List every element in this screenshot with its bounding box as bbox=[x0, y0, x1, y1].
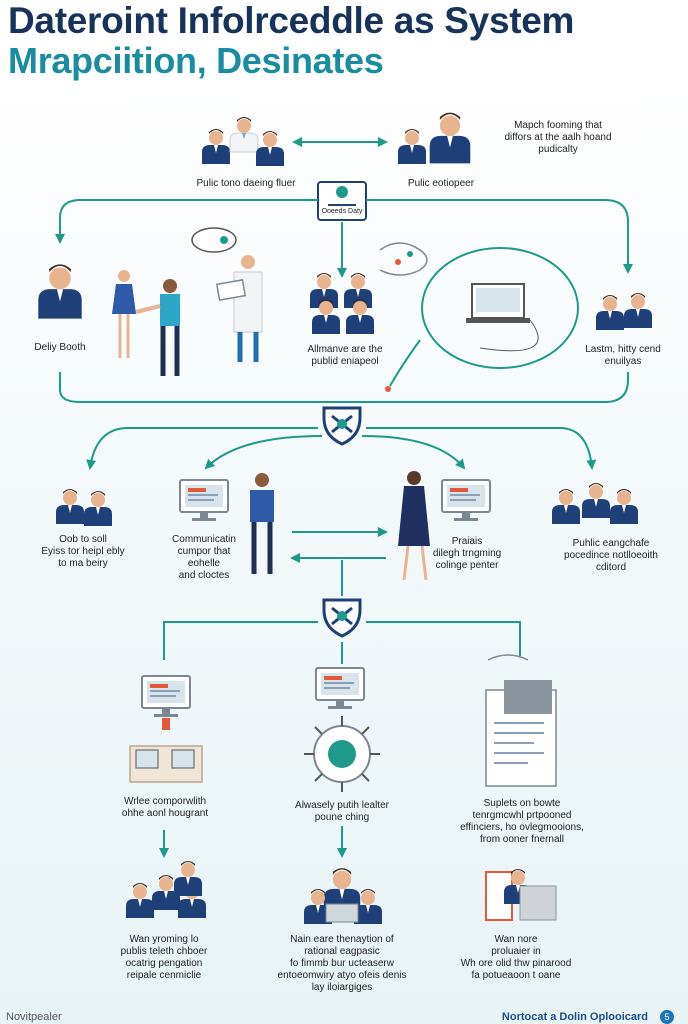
row3-b-person-icon bbox=[250, 473, 274, 574]
connector-dot bbox=[385, 386, 391, 392]
label-row3-d: Puhlic eangchafe pocedince notlloeoith c… bbox=[564, 538, 658, 573]
row4-b-hub-icon bbox=[304, 716, 380, 792]
row2-network-icon bbox=[379, 242, 428, 276]
row2-left-person-icon bbox=[38, 264, 82, 319]
row3-c-monitor-icon bbox=[441, 479, 491, 522]
row4-a-desk-icon bbox=[129, 745, 203, 783]
row5-b-meeting-icon bbox=[304, 868, 382, 924]
footer-badge: 5 bbox=[660, 1010, 674, 1024]
label-row3-c: Praiais dilegh trngming colinge penter bbox=[432, 536, 502, 571]
row4-c-document-icon bbox=[485, 654, 557, 787]
page-title: Dateroint Infolrceddle as System bbox=[8, 0, 575, 41]
label-row4-c: Suplets on bowte tenrgmcwhl prtpooned ef… bbox=[460, 798, 584, 845]
page-subtitle: Mrapciition, Desinates bbox=[8, 40, 384, 81]
row3-a-pair-icon bbox=[56, 489, 112, 526]
row5-c-presenter-icon bbox=[485, 869, 557, 921]
connector-laptop bbox=[389, 339, 421, 387]
document-hub-icon bbox=[317, 181, 367, 221]
top-mid-group-icon bbox=[398, 112, 471, 164]
label-top-left: Pulic tono daeing fluer bbox=[196, 178, 296, 189]
central-shield-2-icon bbox=[322, 598, 362, 638]
arrow-hub-right bbox=[366, 199, 633, 274]
background bbox=[0, 78, 688, 1024]
label-row3-a: Oob to soll Eyiss tor heipl ebly to ma b… bbox=[41, 534, 125, 569]
row3-d-group-icon bbox=[552, 483, 638, 524]
label-row4-a: Wrlee comporwlith ohhe aonl hougrant bbox=[121, 796, 209, 819]
label-row4-b: Alwasely putih lealter poune ching bbox=[295, 800, 389, 823]
label-row5-c: Wan nore proluaier in Wh ore olid thw pi… bbox=[460, 934, 572, 981]
row2-doctor-clipboard-icon bbox=[215, 255, 263, 362]
row4-b-monitor-icon bbox=[315, 667, 365, 710]
arrow-row3-d bbox=[366, 427, 597, 470]
label-top-mid: Pulic eotiopeer bbox=[407, 178, 475, 189]
row4-a-monitor-icon bbox=[141, 675, 191, 730]
row2-laptop-loop-icon bbox=[421, 247, 579, 369]
label-top-right: Mapch fooming that diffors at the aalh h… bbox=[504, 120, 612, 155]
row2-right-group-icon bbox=[596, 293, 652, 330]
top-left-group-icon bbox=[202, 116, 284, 166]
label-row2-left: Deliy Booth bbox=[34, 342, 86, 353]
connector-row4-a bbox=[163, 621, 318, 660]
row2-handshake-icon bbox=[112, 270, 180, 376]
label-hub: Ooeeds Daty bbox=[321, 208, 363, 215]
footer-left-text: Novitpealer bbox=[6, 1011, 62, 1023]
connector-row4-c bbox=[366, 621, 521, 656]
row2-mid-group-icon bbox=[310, 273, 374, 334]
row3-b-monitor-icon bbox=[179, 479, 229, 522]
label-row5-a: Wan yroming lo publis teleth chboer ocat… bbox=[120, 934, 208, 981]
arrow-row3-b bbox=[204, 435, 323, 470]
label-row3-b: Communicatin cumpor that eohelle and clo… bbox=[172, 534, 236, 581]
label-row5-b: Nain eare thenaytion of rational eagpasi… bbox=[277, 934, 407, 993]
arrow-hub-left bbox=[55, 199, 318, 244]
central-shield-icon bbox=[322, 406, 362, 446]
row5-a-group-icon bbox=[126, 861, 206, 918]
label-row2-mid: Allmanve are the publid eniapeol bbox=[307, 344, 383, 367]
row2-speech-bubble-icon bbox=[191, 227, 237, 253]
label-row2-right: Lastm, hitty cend enuilyas bbox=[585, 344, 661, 367]
arrow-row3-a bbox=[86, 427, 318, 470]
loop-bottom bbox=[59, 372, 629, 403]
row3-c-woman-icon bbox=[398, 471, 430, 581]
footer-right-link[interactable]: Nortocat a Dolin Oplooicard bbox=[501, 1011, 648, 1023]
arrow-row3-c bbox=[361, 435, 466, 470]
